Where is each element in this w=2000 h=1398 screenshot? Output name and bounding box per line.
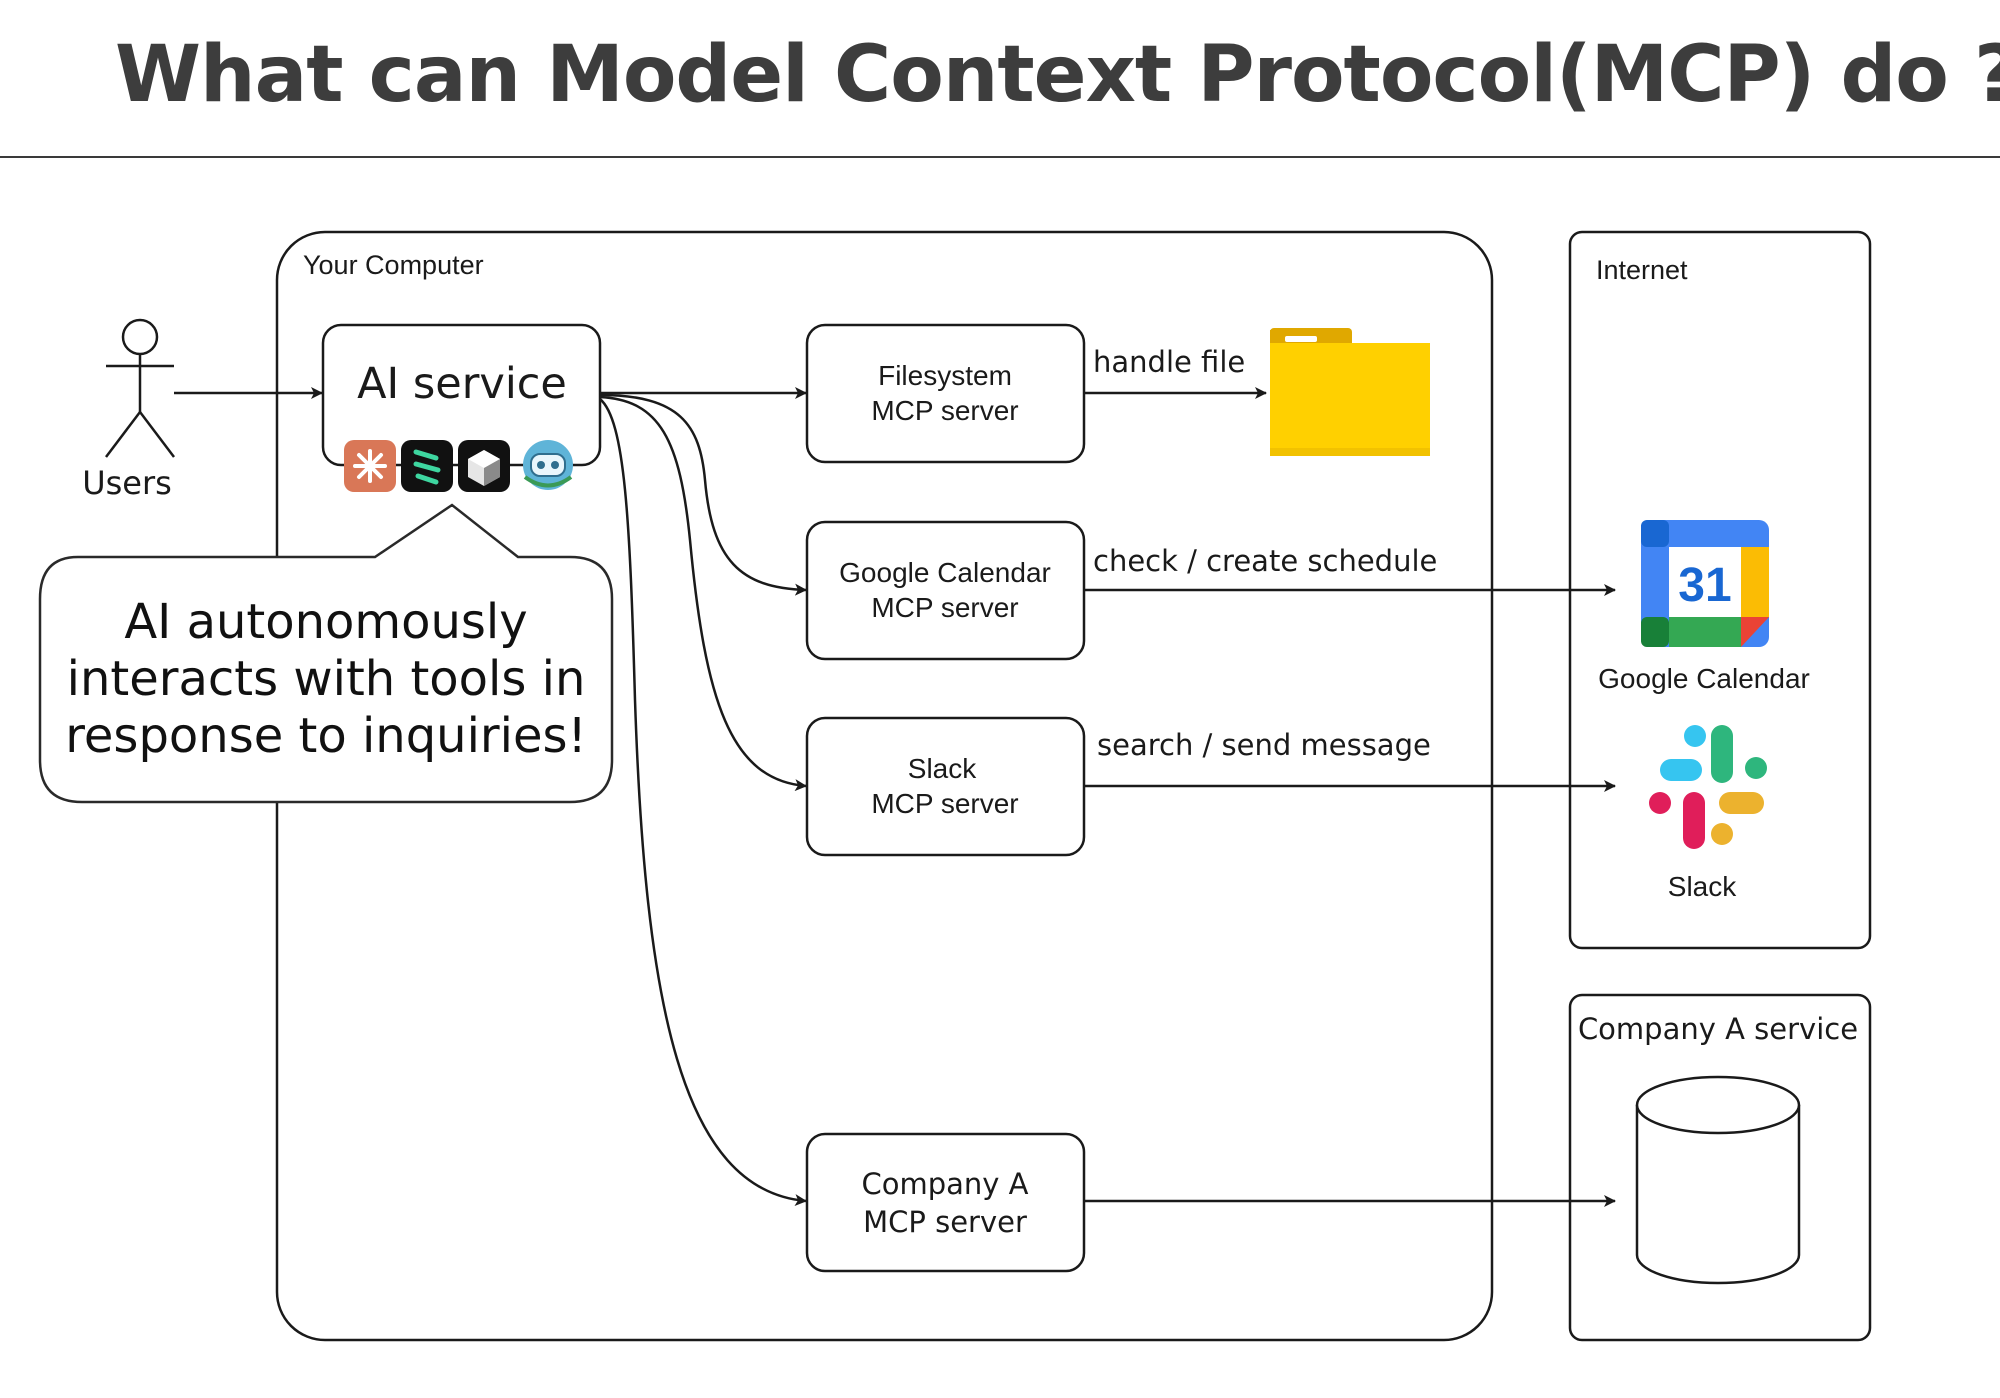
edge-ai-to-calendar xyxy=(599,393,807,596)
filesystem-server-box xyxy=(805,323,1086,464)
callout-line-2: interacts with tools in xyxy=(67,651,586,707)
stick-figure-icon xyxy=(105,318,175,458)
your-computer-label: Your Computer xyxy=(303,250,484,280)
cursor-icon xyxy=(458,440,510,492)
company-a-server-box xyxy=(805,1132,1086,1273)
company-a-server-line-1: Company A xyxy=(861,1167,1028,1201)
slack-icon xyxy=(1649,725,1767,849)
slack-mcp-server: Slack MCP server xyxy=(805,716,1086,857)
slack-label: Slack xyxy=(1668,871,1737,902)
google-calendar-mcp-server: Google Calendar MCP server xyxy=(805,520,1086,661)
claude-icon xyxy=(344,440,396,492)
slack-server-box xyxy=(805,716,1086,857)
copilot-icon xyxy=(523,440,573,490)
google-calendar-label: Google Calendar xyxy=(1598,663,1810,694)
ai-service-label: AI service xyxy=(357,359,567,409)
slack-server-line-1: Slack xyxy=(908,753,977,784)
calendar-server-line-2: MCP server xyxy=(871,592,1018,623)
edge-label-handle-file: handle file xyxy=(1093,345,1245,379)
page-title: What can Model Context Protocol(MCP) do … xyxy=(115,30,2000,120)
callout-bubble: AI autonomously interacts with tools in … xyxy=(38,503,614,804)
folder-icon xyxy=(1270,328,1430,456)
internet-label: Internet xyxy=(1596,255,1688,285)
filesystem-mcp-server: Filesystem MCP server xyxy=(805,323,1086,464)
company-a-service-label: Company A service xyxy=(1578,1012,1858,1046)
slack-server-line-2: MCP server xyxy=(871,788,1018,819)
edge-ai-to-company-a xyxy=(599,398,807,1207)
company-a-mcp-server: Company A MCP server xyxy=(805,1132,1086,1273)
callout-line-1: AI autonomously xyxy=(124,594,527,650)
edge-label-slack: search / send message xyxy=(1097,728,1431,762)
callout-line-3: response to inquiries! xyxy=(65,708,587,764)
google-calendar-icon: 31 xyxy=(1641,520,1769,647)
callout-shape xyxy=(38,503,614,804)
edge-label-calendar: check / create schedule xyxy=(1093,544,1437,578)
title-divider xyxy=(0,156,2000,158)
ai-service-node: AI service xyxy=(321,323,602,492)
users-actor: Users xyxy=(82,318,175,502)
calendar-server-box xyxy=(805,520,1086,661)
company-a-server-line-2: MCP server xyxy=(863,1205,1027,1239)
database-icon xyxy=(1635,1075,1801,1285)
calendar-server-line-1: Google Calendar xyxy=(839,557,1051,588)
filesystem-server-line-2: MCP server xyxy=(871,395,1018,426)
edge-ai-to-slack xyxy=(599,395,807,792)
calendar-day-number: 31 xyxy=(1678,559,1731,612)
filesystem-server-line-1: Filesystem xyxy=(878,360,1012,391)
cline-icon xyxy=(401,440,453,492)
users-label: Users xyxy=(82,464,172,502)
